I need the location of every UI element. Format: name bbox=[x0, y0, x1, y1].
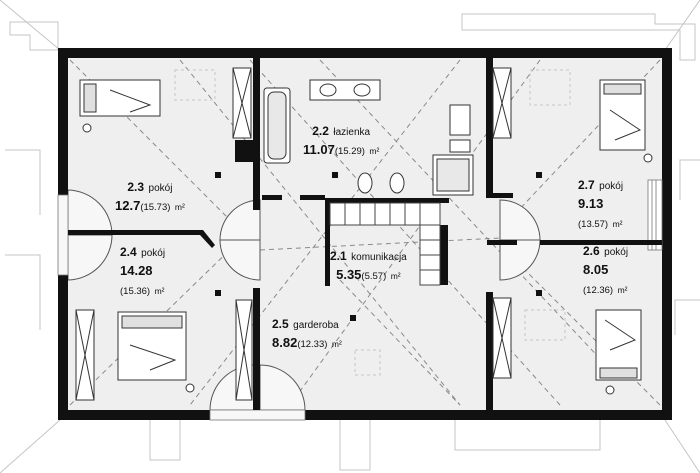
room-area: 11.07 bbox=[303, 141, 335, 157]
room-name: łazienka bbox=[333, 127, 371, 138]
furniture-outlines bbox=[174, 69, 571, 376]
room-area: 12.7 bbox=[115, 197, 141, 213]
room-gross-area: (12.36) bbox=[583, 284, 614, 296]
room-area: 14.28 bbox=[120, 262, 153, 278]
room-gross-area: (15.73) bbox=[140, 201, 171, 213]
room-area: 5.35 bbox=[336, 266, 362, 282]
room-label-2-4: 2.4 pokój 14.28 (15.36) m² bbox=[120, 243, 165, 300]
room-gross-area: (15.29) bbox=[334, 145, 365, 157]
room-name: pokój bbox=[148, 183, 173, 194]
bathroom-fixtures bbox=[263, 79, 474, 196]
room-label-2-1: 2.1 komunikacja 5.35(5.57) m² bbox=[330, 247, 407, 285]
room-unit: m² bbox=[331, 338, 342, 349]
room-label-2-3: 2.3 pokój 12.7(15.73) m² bbox=[115, 178, 185, 216]
room-label-2-7: 2.7 pokój 9.13 (13.57) m² bbox=[578, 176, 623, 233]
room-label-2-6: 2.6 pokój 8.05 (12.36) m² bbox=[583, 242, 628, 299]
room-name: pokój bbox=[141, 248, 166, 259]
level-markers bbox=[215, 172, 542, 321]
room-number: 2.6 bbox=[583, 244, 600, 258]
inner-walls bbox=[68, 58, 662, 410]
room-name: komunikacja bbox=[351, 252, 407, 263]
room-number: 2.2 bbox=[312, 124, 329, 138]
room-unit: m² bbox=[369, 145, 380, 156]
room-number: 2.1 bbox=[330, 249, 347, 263]
room-area: 9.13 bbox=[578, 195, 604, 211]
room-area: 8.82 bbox=[272, 334, 298, 350]
beds bbox=[79, 79, 653, 395]
room-gross-area: (12.33) bbox=[297, 338, 328, 350]
room-name: garderoba bbox=[293, 320, 339, 331]
room-unit: m² bbox=[154, 285, 165, 296]
room-gross-area: (15.36) bbox=[120, 285, 151, 297]
room-unit: m² bbox=[390, 270, 401, 281]
room-label-2-5: 2.5 garderoba 8.82(12.33) m² bbox=[272, 315, 342, 353]
room-unit: m² bbox=[612, 218, 623, 229]
room-number: 2.7 bbox=[578, 178, 595, 192]
room-unit: m² bbox=[617, 284, 628, 295]
room-label-2-2: 2.2 łazienka 11.07(15.29) m² bbox=[303, 122, 379, 160]
stairs bbox=[329, 202, 441, 286]
room-number: 2.5 bbox=[272, 317, 289, 331]
wardrobes bbox=[75, 67, 512, 401]
room-gross-area: (13.57) bbox=[578, 218, 609, 230]
room-number: 2.3 bbox=[127, 180, 145, 194]
room-name: pokój bbox=[599, 181, 624, 192]
room-gross-area: (5.57) bbox=[361, 270, 387, 282]
room-area: 8.05 bbox=[583, 261, 609, 277]
room-unit: m² bbox=[174, 201, 185, 212]
room-number: 2.4 bbox=[120, 245, 137, 259]
room-name: pokój bbox=[604, 247, 629, 258]
